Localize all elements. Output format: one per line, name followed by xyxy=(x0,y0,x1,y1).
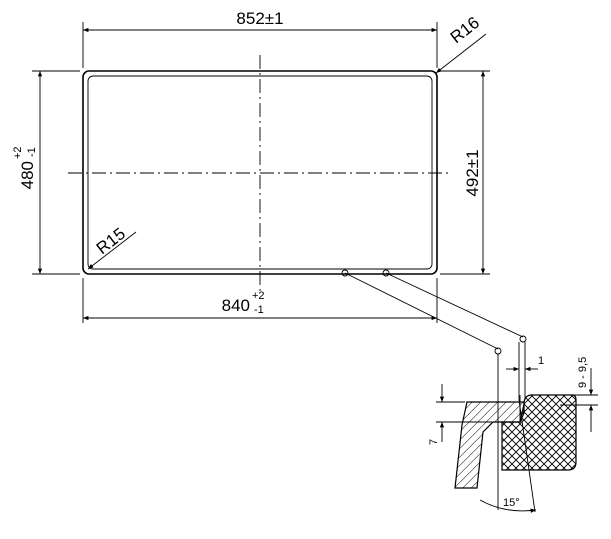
outer-radius-label: R16 xyxy=(447,13,483,47)
section-leader xyxy=(385,272,524,338)
section-detail: 1 9 - 9,5 7 15° xyxy=(428,342,598,513)
angle-arc xyxy=(479,499,537,513)
inner-height-value: 480 xyxy=(18,161,37,189)
outer-height-label: 492±1 xyxy=(463,149,482,196)
section-marker xyxy=(519,335,527,343)
depth-label: 9 - 9,5 xyxy=(577,357,589,388)
angle-label: 15° xyxy=(503,497,520,509)
gap-label: 1 xyxy=(538,355,544,367)
inner-radius-label: R15 xyxy=(93,224,129,258)
section-leader xyxy=(344,272,499,350)
inner-outline xyxy=(87,75,433,270)
section-marker xyxy=(341,269,349,277)
outer-width-label: 852±1 xyxy=(236,9,283,28)
section-marker xyxy=(382,269,390,277)
angle-line xyxy=(518,399,536,513)
countertop xyxy=(501,394,577,471)
r16-leader xyxy=(435,33,487,74)
inner-height-tol-upper: +2 xyxy=(12,146,24,159)
inner-width-tol-upper: +2 xyxy=(252,290,265,302)
height-label: 7 xyxy=(428,439,440,445)
inner-width-value: 840 xyxy=(222,296,250,315)
inner-width-tol-lower: -1 xyxy=(254,304,264,316)
outer-outline xyxy=(82,70,438,275)
plan-view: 852±1 840 +2 -1 480 +2 -1 492±1 R16 R15 xyxy=(12,9,527,355)
inner-height-tol-lower: -1 xyxy=(26,147,38,157)
r15-leader xyxy=(87,231,137,270)
